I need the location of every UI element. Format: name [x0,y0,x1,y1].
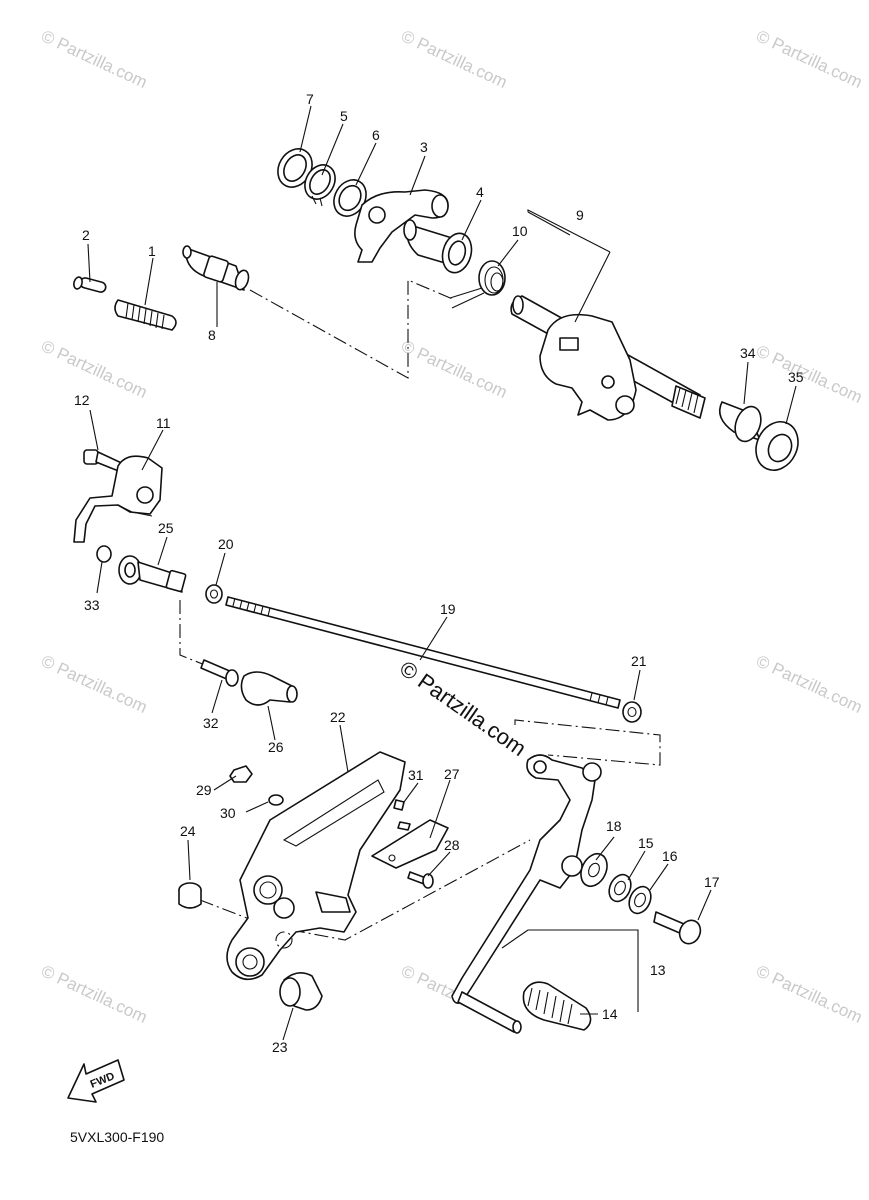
callout-31: 31 [408,767,424,783]
callout-4: 4 [476,184,484,200]
part-33-nut [96,545,112,563]
callout-17: 17 [704,874,720,890]
callout-29: 29 [196,782,212,798]
callout-6: 6 [372,127,380,143]
callout-5: 5 [340,108,348,124]
callout-20: 20 [218,536,234,552]
part-21-nut [622,701,642,723]
callout-18: 18 [606,818,622,834]
part-20-nut [205,584,223,604]
part-14-pedal-rubber [522,981,592,1031]
part-17-bolt [653,911,702,945]
part-3-shift-arm [354,189,449,263]
part-2-pin [73,276,107,293]
callout-28: 28 [444,837,460,853]
callout-32: 32 [203,715,219,731]
callout-13: 13 [650,962,666,978]
callout-14: 14 [602,1006,618,1022]
watermark: © Partzilla.com [398,336,510,402]
part-7-oil-seal [277,148,313,188]
part-25-rod-end [118,555,187,593]
callout-12: 12 [74,392,90,408]
watermark: © Partzilla.com [38,651,150,717]
part-10-torsion-spring [449,260,506,309]
callout-19: 19 [440,601,456,617]
callout-3: 3 [420,139,428,155]
part-6-washer [333,179,367,217]
part-15-washer [608,873,632,903]
callout-numbers: 1 2 3 4 5 6 7 8 9 10 11 12 13 14 15 16 1… [74,91,804,1055]
part-8-stud-bolt [182,245,250,291]
callout-33: 33 [84,597,100,613]
part-35-oil-seal [755,421,799,471]
callout-11: 11 [156,415,171,431]
part-28-screw [407,871,434,889]
callout-2: 2 [82,227,90,243]
part-23-damper [279,972,323,1011]
part-27-heel-plate [371,819,449,869]
part-29-nut [229,765,253,783]
part-32-bolt [200,659,239,687]
callout-1: 1 [148,243,156,259]
callout-8: 8 [208,327,216,343]
callout-15: 15 [638,835,654,851]
callout-21: 21 [631,653,647,669]
assembly-lines [179,279,661,941]
part-24-damper [178,882,202,909]
callout-16: 16 [662,848,678,864]
part-11-shift-arm [73,455,163,543]
callout-30: 30 [220,805,236,821]
part-1-spring [114,299,177,331]
part-9-shift-shaft [510,295,706,421]
callout-25: 25 [158,520,174,536]
callout-34: 34 [740,345,756,361]
watermark: © Partzilla.com [753,651,865,717]
callout-7: 7 [306,91,314,107]
callout-35: 35 [788,369,804,385]
part-22-footrest-bracket [226,751,406,981]
watermark: © Partzilla.com [753,26,865,92]
callout-24: 24 [180,823,196,839]
part-30-washer [268,794,284,806]
part-13-shift-pedal [451,754,602,1034]
callout-9: 9 [576,207,584,223]
watermark: © Partzilla.com [753,341,865,407]
fwd-arrow-icon: FWD [67,1059,125,1103]
watermark: © Partzilla.com [38,336,150,402]
watermark: © Partzilla.com [753,961,865,1027]
watermark: © Partzilla.com [38,26,150,92]
part-16-washer [628,885,652,915]
part-26-rod-end-cover [240,671,298,706]
part-31-rivet [393,799,411,831]
callout-26: 26 [268,739,284,755]
part-18-washer [580,852,608,888]
leader-lines [87,105,797,1041]
callout-23: 23 [272,1039,288,1055]
callout-10: 10 [512,223,528,239]
part-4-collar [403,219,473,274]
part-34-bushing [718,401,762,443]
watermark: © Partzilla.com [398,26,510,92]
diagram-code: 5VXL300-F190 [70,1129,164,1145]
callout-22: 22 [330,709,346,725]
part-5-circlip [304,164,336,207]
callout-27: 27 [444,766,460,782]
part-19-shift-rod [225,596,621,709]
watermark: © Partzilla.com [38,961,150,1027]
